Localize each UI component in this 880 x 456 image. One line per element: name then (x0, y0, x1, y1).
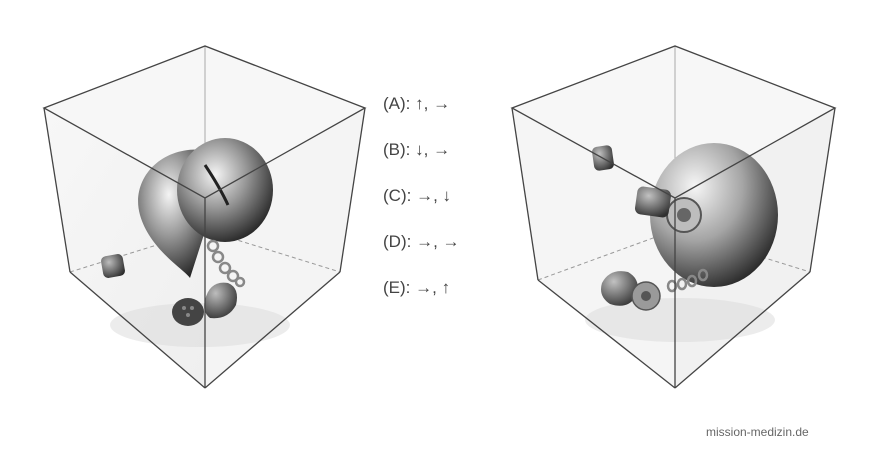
answer-options: (A): ↑, → (B): ↓, → (C): →, ↓ (D): →, → … (383, 92, 503, 322)
option-label: (C): (383, 186, 412, 205)
option-label: (D): (383, 232, 412, 251)
block-object (634, 186, 672, 218)
ring-chain-object (206, 239, 246, 288)
option-label: (B): (383, 140, 411, 159)
option-answer: →, → (416, 232, 460, 251)
option-a[interactable]: (A): ↑, → (383, 92, 503, 138)
rock-object (204, 282, 237, 319)
cube-top-face (512, 46, 835, 198)
disc-object (631, 281, 661, 311)
option-answer: →, ↓ (416, 186, 452, 205)
shell-object (138, 138, 273, 278)
option-answer: ↑, → (415, 94, 451, 113)
option-answer: ↓, → (415, 140, 451, 159)
rock-object (601, 271, 638, 306)
option-b[interactable]: (B): ↓, → (383, 138, 503, 184)
watermark-text: mission-medizin.de (706, 425, 809, 439)
option-c[interactable]: (C): →, ↓ (383, 184, 503, 230)
option-d[interactable]: (D): →, → (383, 230, 503, 276)
ring-chain-object (666, 268, 709, 293)
disc-object (172, 298, 204, 326)
option-answer: →, ↑ (415, 278, 451, 297)
option-label: (E): (383, 278, 411, 297)
small-cube-object (101, 254, 125, 278)
option-e[interactable]: (E): →, ↑ (383, 276, 503, 322)
cube-right (510, 45, 837, 389)
shell-object (650, 143, 778, 287)
cube-left (42, 45, 367, 389)
option-label: (A): (383, 94, 411, 113)
